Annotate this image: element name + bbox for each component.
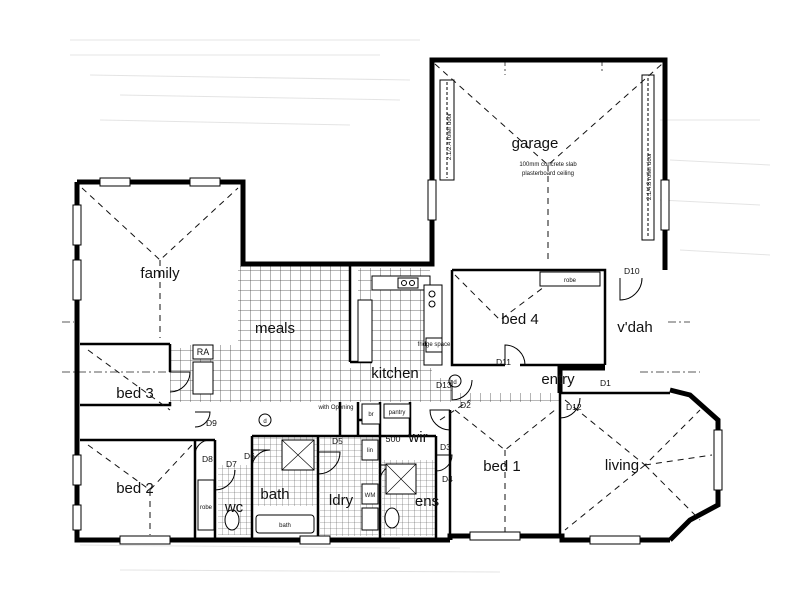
pantry-note: pantry [389,410,406,416]
wm-note: WM [365,493,376,499]
room-labels: garage family meals kitchen bed 4 v'dah … [116,135,652,516]
garage-ceiling-note: plasterboard ceiling [522,171,574,177]
kitchen-label: kitchen [371,365,419,382]
ens-label: ens [415,493,439,510]
linen-note: lin [367,448,373,454]
bath-tub-note: bath [279,523,291,529]
fridge-space-note: fridge space [418,342,451,348]
windows [72,177,723,545]
robe-bed2-note: robe [200,505,213,511]
wc-label: wc [224,499,244,516]
door-d13: D13 [436,380,452,390]
family-label: family [140,265,180,282]
broom-note: br [368,412,373,418]
plan-notes: 100mm concrete slab plasterboard ceiling… [197,113,653,529]
garage-label: garage [512,135,559,152]
door-d3: D3 [440,442,451,452]
smoke-detector-1-note: d [263,419,266,425]
garage-slab-note: 100mm concrete slab [519,162,577,168]
garage-roller-doors [439,74,655,241]
ldry-label: ldry [329,492,354,509]
door-d9: D9 [206,418,217,428]
meals-label: meals [255,320,295,337]
door-d11: D11 [496,357,511,367]
door-d12: D12 [566,402,582,412]
wir-label: wir [407,429,427,446]
bed2-label: bed 2 [116,480,154,497]
living-label: living [605,457,639,474]
entry-label: entry [541,371,575,388]
door-d7: D7 [226,459,237,469]
door-d5: D5 [332,436,343,446]
door-d1: D1 [600,378,611,388]
door-swings [169,277,643,491]
door-d6: D6 [244,451,255,461]
bed4-label: bed 4 [501,311,539,328]
ra-note: RA [197,347,210,357]
door-d8: D8 [202,454,213,464]
smoke-detectors [258,374,462,427]
bath-label: bath [260,486,289,503]
vdah-label: v'dah [617,319,652,336]
door-d2: D2 [460,400,471,410]
door-d10: D10 [624,266,640,276]
door-d4: D4 [442,474,453,484]
door-tags: D1 D2 D3 D4 D5 D6 D7 D8 D9 D10 D11 D12 D… [202,266,640,484]
bed1-label: bed 1 [483,458,521,475]
bed3-label: bed 3 [116,385,154,402]
roller-door-left-note: 2.1/2.4 roller door [447,113,453,160]
fixtures [192,271,601,534]
smoke-detector-2-note: d [453,380,456,386]
ceiling-lines [81,63,713,535]
wir-width-note: 500 [385,434,400,444]
robe-bed4-note: robe [564,278,577,284]
roller-door-right-note: 2.1/4.8 roller door [647,153,653,200]
ceiling-opening-note: with Opening [317,405,353,411]
background-sketch [70,39,771,573]
